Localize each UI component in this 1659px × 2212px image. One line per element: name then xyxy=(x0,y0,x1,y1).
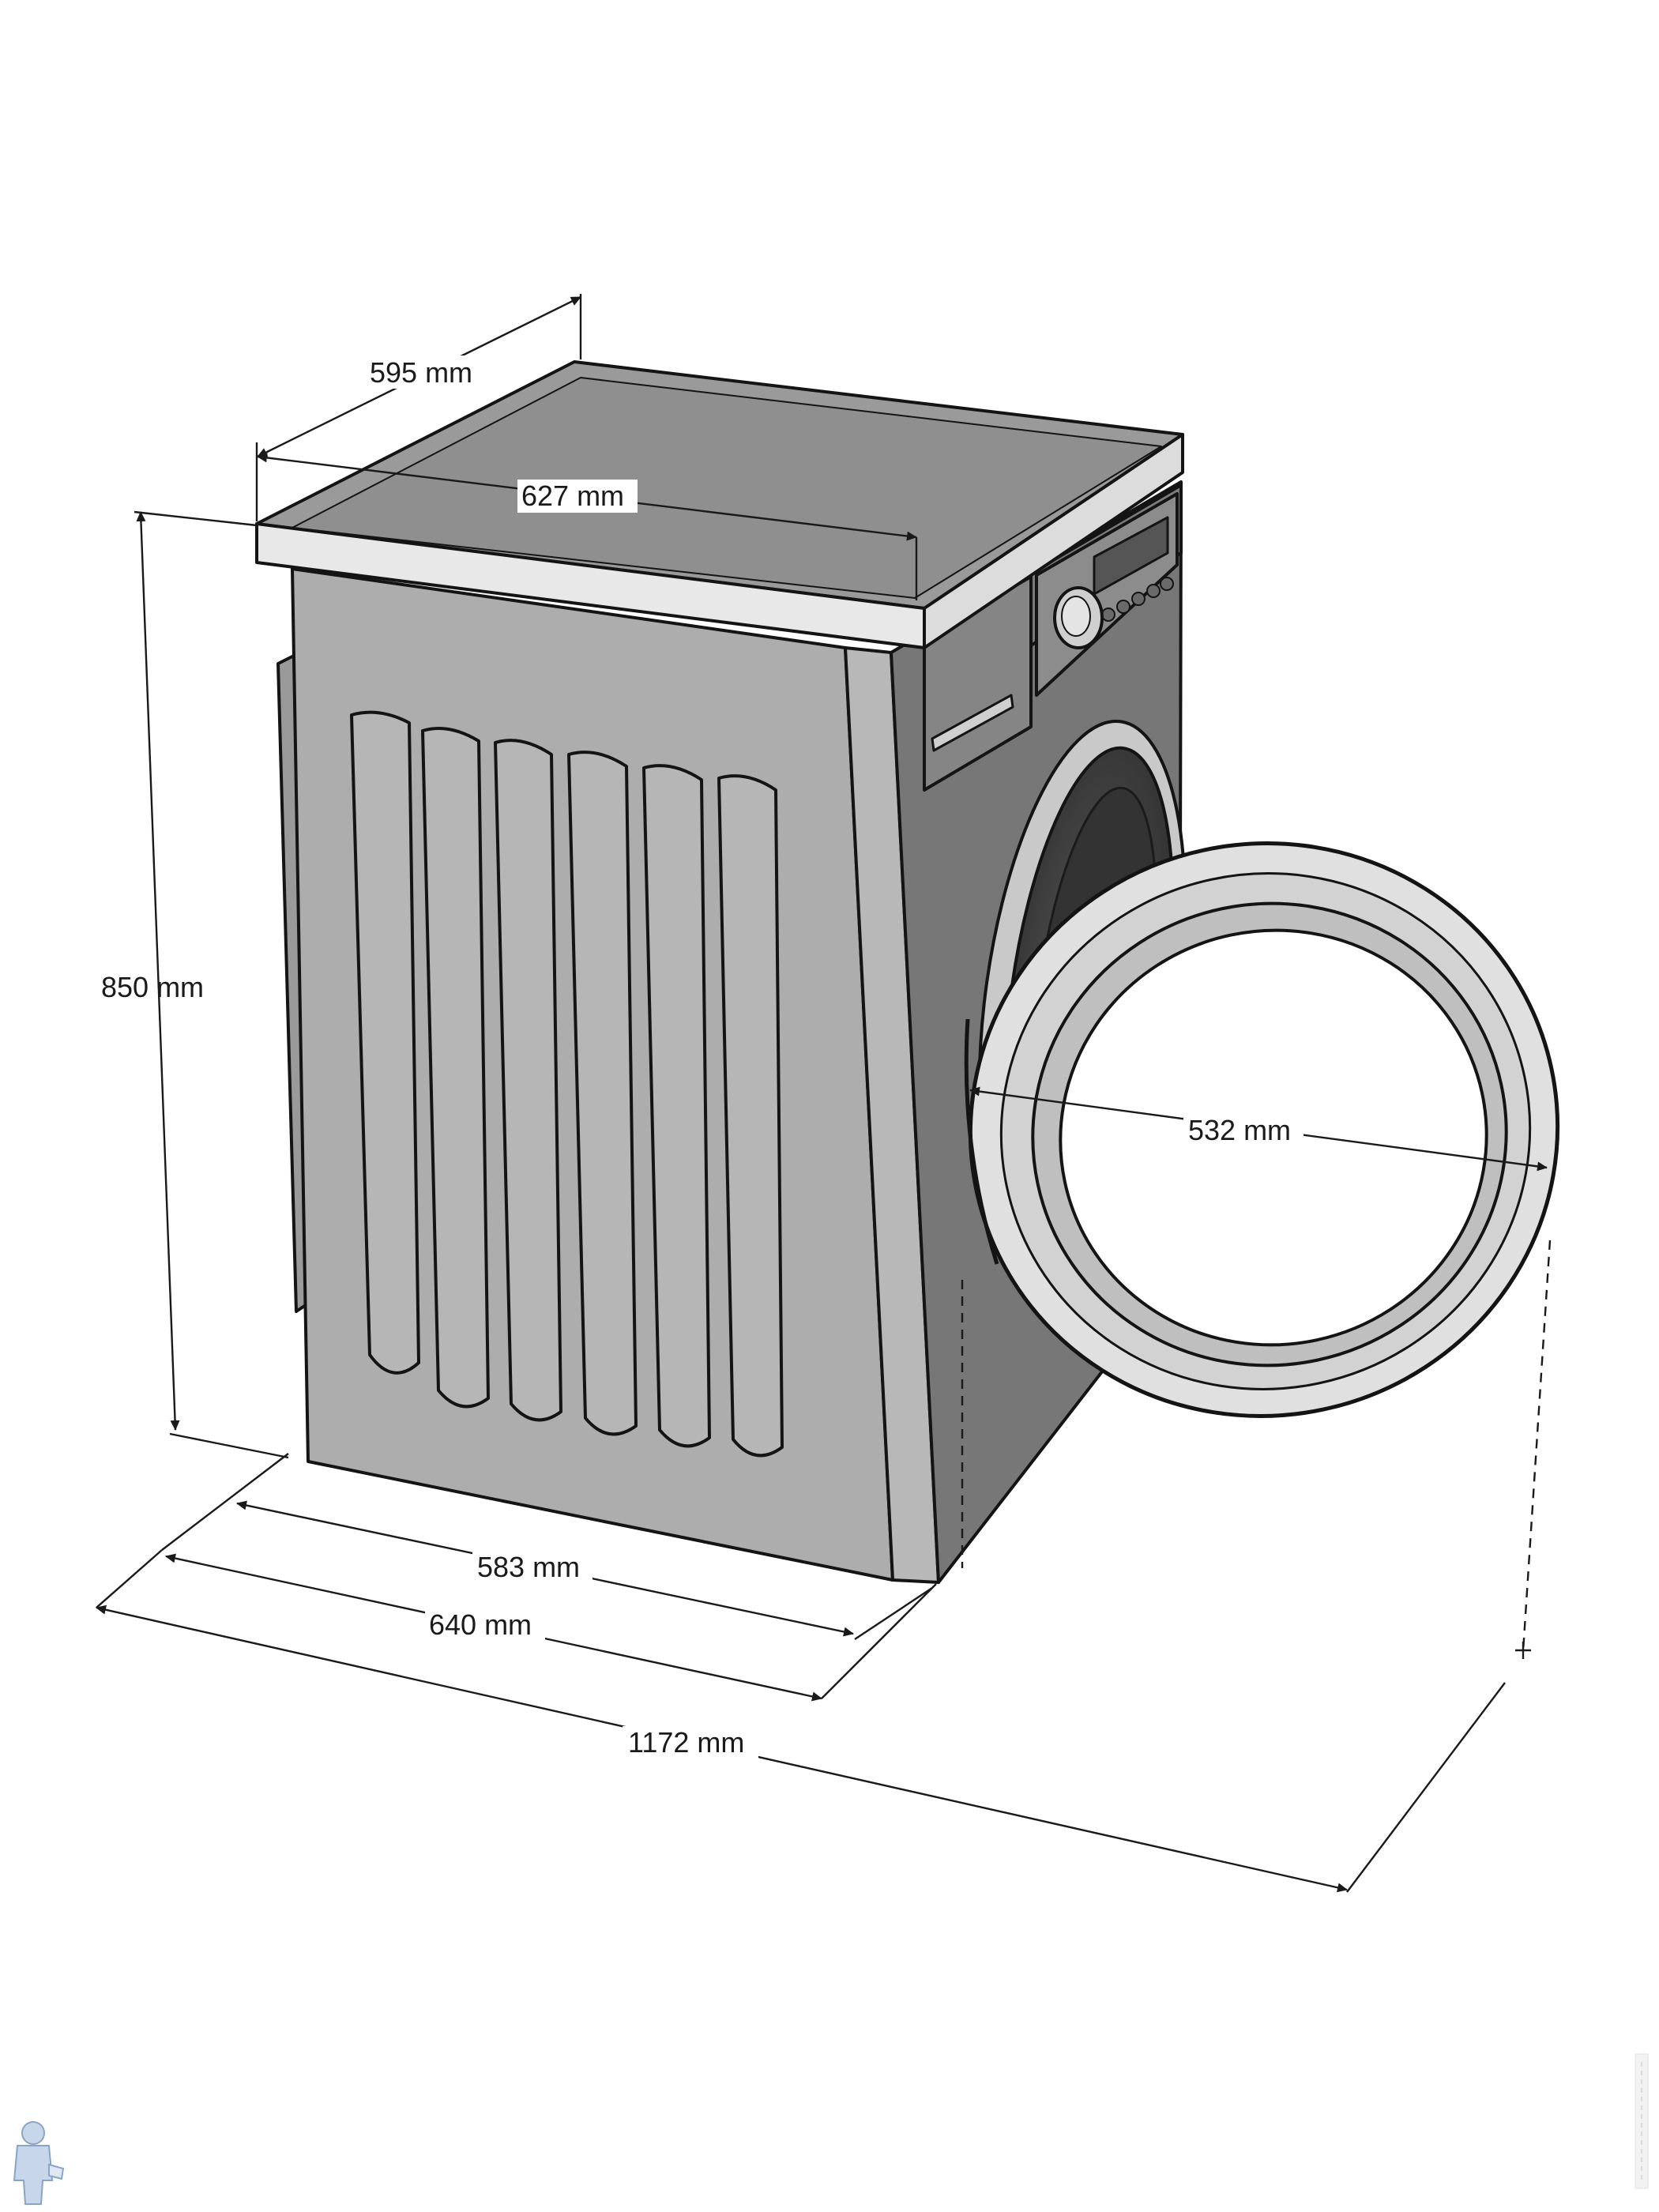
label-depth-door-open: 1172 mm xyxy=(628,1726,744,1759)
label-depth-with-front: 640 mm xyxy=(429,1608,532,1641)
dim-depth-bottom-extension-right xyxy=(854,1586,933,1641)
label-height: 850 mm xyxy=(101,971,204,1003)
dim-total-extension-left xyxy=(96,1549,163,1608)
side-ribs xyxy=(350,710,784,1458)
worktop-rim-side xyxy=(923,433,1184,649)
drawer-handle xyxy=(931,694,1014,752)
dim-door-drop-right xyxy=(1522,1240,1552,1652)
washing-machine xyxy=(255,360,1560,1584)
watermark-logo-icon xyxy=(1635,2053,1649,2189)
dim-depth-front-extension-right xyxy=(821,1583,937,1699)
label-door-diameter: 532 mm xyxy=(1188,1114,1291,1146)
label-depth-bottom: 583 mm xyxy=(477,1551,580,1583)
dim-total-extension-right xyxy=(1346,1682,1506,1893)
dim-height-line xyxy=(136,511,180,1431)
dim-height-extension-bottom xyxy=(169,1432,289,1459)
plumber-mascot-icon xyxy=(13,2121,65,2205)
label-width-top: 595 mm xyxy=(370,356,472,389)
dim-height-extension-top xyxy=(134,510,258,527)
display-screen xyxy=(1093,516,1169,596)
dim-depth-bottom-extension-left xyxy=(161,1453,289,1551)
label-depth-top: 627 mm xyxy=(521,480,624,512)
